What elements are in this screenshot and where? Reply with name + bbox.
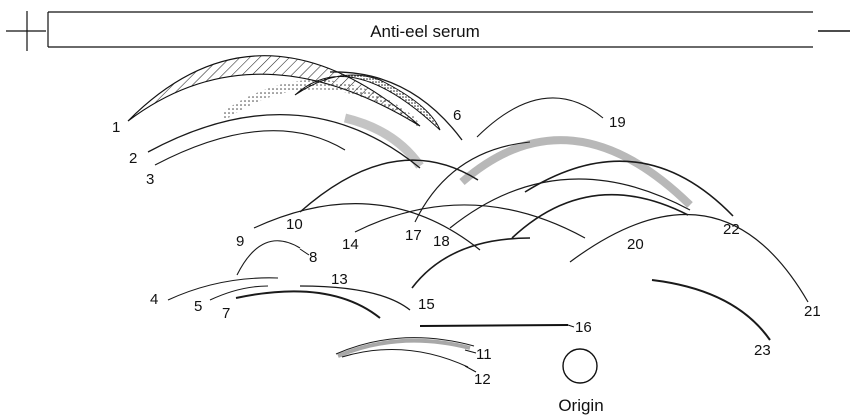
arc-label-21: 21	[804, 303, 821, 320]
arc-label-12: 12	[474, 371, 491, 388]
arc-7	[236, 291, 380, 318]
arc-label-11: 11	[476, 346, 492, 363]
arc-19	[477, 98, 603, 137]
arc-label-10: 10	[286, 216, 303, 233]
arc-13	[300, 286, 410, 310]
arc-label-17: 17	[405, 227, 422, 244]
arc-11-grey	[338, 341, 470, 356]
arc-label-16: 16	[575, 319, 592, 336]
arc-3	[155, 131, 345, 165]
arc-label-23: 23	[754, 342, 771, 359]
arc-8	[237, 241, 300, 275]
line-16	[420, 325, 568, 326]
arc-label-18: 18	[433, 233, 450, 250]
origin-well	[563, 349, 597, 383]
arc-label-22: 22	[723, 221, 740, 238]
origin-label: Origin	[558, 396, 603, 415]
arc-12	[342, 349, 468, 367]
arc-label-9: 9	[236, 233, 244, 250]
arc-21	[570, 214, 808, 302]
arc-4	[168, 278, 278, 300]
arc-23	[652, 280, 770, 340]
arc-label-8: 8	[309, 249, 317, 266]
arc-label-19: 19	[609, 114, 626, 131]
arc-10	[300, 160, 478, 212]
arc-2	[148, 115, 420, 168]
arc-15	[412, 238, 530, 288]
arc-18	[450, 179, 690, 228]
arc-label-3: 3	[146, 171, 154, 188]
arc-label-13: 13	[331, 271, 348, 288]
arc-20	[512, 195, 688, 238]
arc-label-20: 20	[627, 236, 644, 253]
arc-18-grey-band	[462, 140, 690, 205]
arc-label-6: 6	[453, 107, 461, 124]
arc-label-14: 14	[342, 236, 359, 253]
arc-label-15: 15	[418, 296, 435, 313]
arc-label-5: 5	[194, 298, 202, 315]
arc-label-2: 2	[129, 150, 137, 167]
arc-label-1: 1	[112, 119, 120, 136]
crosshair-mark	[6, 11, 46, 51]
arc-label-7: 7	[222, 305, 230, 322]
diagram-title: Anti-eel serum	[370, 22, 480, 41]
arc-label-4: 4	[150, 291, 158, 308]
